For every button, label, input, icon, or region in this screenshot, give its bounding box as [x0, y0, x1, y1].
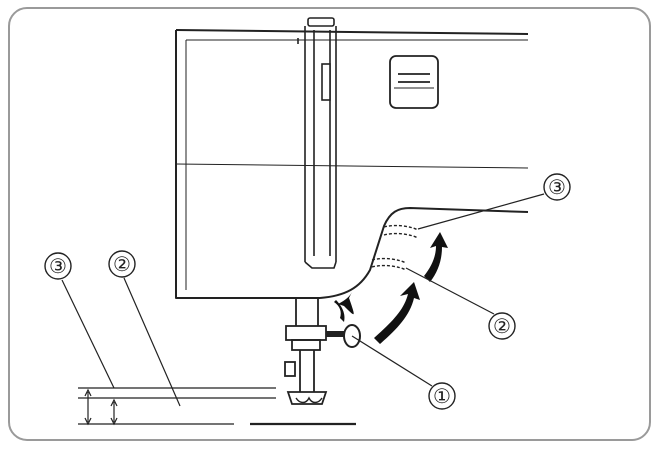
callout-3-right-label: ③ — [548, 175, 566, 199]
callout-2-right-label: ② — [493, 314, 511, 338]
callout-3-left-label: ③ — [49, 254, 67, 278]
leader-lines — [61, 193, 545, 407]
presser-foot — [284, 298, 328, 405]
callout-3-right: ③ — [543, 173, 571, 201]
callout-1: ① — [428, 382, 456, 410]
lift-arrows — [334, 232, 448, 344]
callout-3-left: ③ — [44, 252, 72, 280]
control-box — [389, 55, 439, 109]
needle-bar-column — [297, 17, 337, 269]
callout-2-left: ② — [108, 250, 136, 278]
lever-position-marks — [371, 224, 419, 271]
callout-1-label: ① — [433, 384, 451, 408]
arrow-lower — [338, 292, 354, 315]
height-indicator — [78, 387, 356, 426]
callout-2-right: ② — [488, 312, 516, 340]
callout-2-left-label: ② — [113, 252, 131, 276]
machine-head — [175, 29, 529, 299]
